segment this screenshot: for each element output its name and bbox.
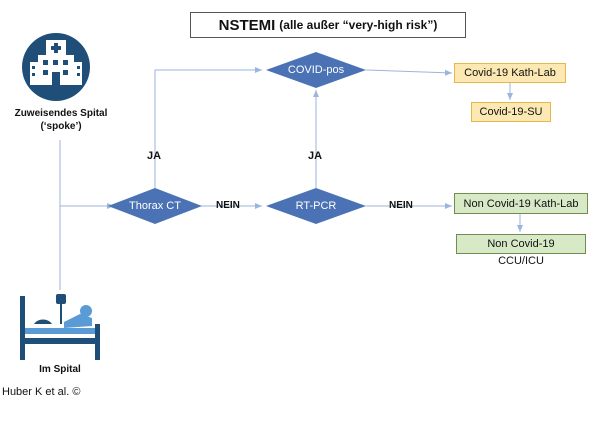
hospital-label-line2: (‘spoke’) [40,121,82,132]
edge-label-nein-pcr: NEIN [389,200,413,211]
covid-kathlab-box: Covid-19 Kath-Lab [454,63,566,83]
hospital-label: Zuweisendes Spital (‘spoke’) [6,107,116,133]
noncovid-ccu-box: Non Covid-19 [456,234,586,254]
hospital-icon [22,33,90,101]
rt-pcr-diamond [266,188,366,224]
edge-label-ja-pcr: JA [308,150,323,162]
noncovid-kathlab-box: Non Covid-19 Kath-Lab [454,193,588,214]
noncovid-ccu-subtext: CCU/ICU [498,255,544,267]
thorax-ct-diamond [108,188,202,224]
edge-label-nein-ct: NEIN [216,200,240,211]
covid-pos-label: COVID-pos [287,64,345,76]
hospital-label-line1: Zuweisendes Spital [14,108,108,119]
title-box: NSTEMI (alle außer “very-high risk”) [190,12,466,38]
thorax-ct-label: Thorax CT [129,200,181,212]
hospital-bed-icon [18,290,102,362]
credit-text: Huber K et al. © [2,386,81,398]
rt-pcr-label: RT-PCR [295,200,337,212]
arrow-covid-pos-to-kathlab [365,69,453,76]
edge-label-ja-ct: JA [147,150,162,162]
title-main: NSTEMI [218,16,276,34]
title-subtitle: (alle außer “very-high risk”) [279,18,438,32]
arrow-ct-to-covid-pos [154,67,262,188]
inpatient-label: Im Spital [39,364,81,375]
covid-pos-diamond [266,52,366,88]
connector-lines [59,67,523,290]
covid-su-box: Covid-19-SU [471,102,551,122]
